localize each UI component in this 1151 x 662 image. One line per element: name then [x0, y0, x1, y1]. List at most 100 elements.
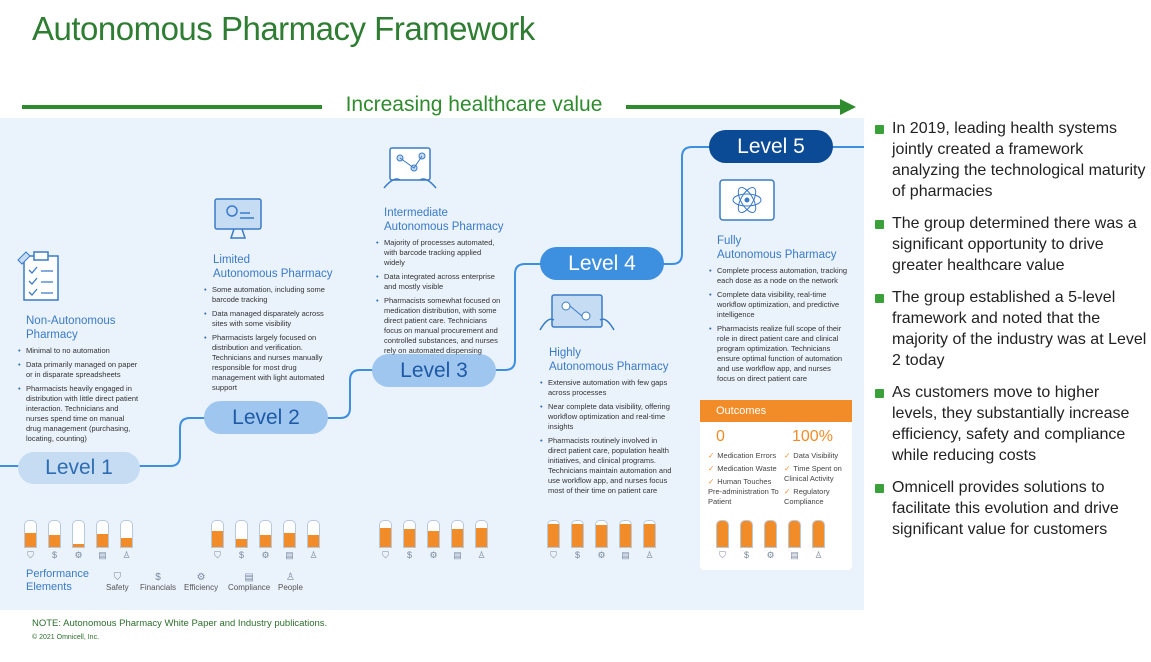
meter-fill	[548, 523, 559, 547]
shield-icon: ⛉	[550, 550, 557, 560]
summary-text: Omnicell provides solutions to facilitat…	[892, 479, 1119, 538]
person-icon: ♙	[309, 550, 318, 560]
legend-label: Safety	[106, 583, 129, 592]
clipboard-icon: ▤	[621, 550, 630, 560]
meter-tube	[475, 520, 488, 548]
shield-icon: ⛉	[113, 572, 122, 583]
outcome-label: Medication Errors	[717, 451, 777, 460]
meter-compliance: ▤	[96, 520, 109, 560]
gear-icon: ⚙	[261, 550, 270, 560]
summary-text: In 2019, leading health systems jointly …	[892, 120, 1146, 200]
outcome-item: ✓Medication Errors	[708, 451, 784, 461]
list-item: Data integrated across enterprise and mo…	[376, 272, 504, 292]
meter-people: ♙	[307, 520, 320, 560]
list-item: Pharmacists realize full scope of their …	[709, 324, 849, 384]
level-3-meters: ⛉$⚙▤♙	[379, 520, 488, 560]
meter-people: ♙	[120, 520, 133, 560]
check-icon: ✓	[784, 451, 791, 460]
list-item: The group established a 5-level framewor…	[875, 287, 1147, 371]
clipboard-icon: ▤	[244, 572, 254, 583]
list-item: Extensive automation with few gaps acros…	[540, 378, 674, 398]
level-4-heading-line-2: Autonomous Pharmacy	[549, 361, 669, 373]
level-2-heading-line-1: Limited	[213, 254, 251, 266]
legend-compliance: ▤Compliance	[228, 572, 270, 592]
level-1-meters: ⛉$⚙▤♙	[24, 520, 133, 560]
meter-tube	[379, 520, 392, 548]
level-4-badge: Level 4	[540, 247, 664, 280]
meter-safety: ⛉	[211, 520, 224, 560]
level-1-heading-line-1: Non-Autonomous	[26, 315, 116, 327]
level-5-meters: ⛉$⚙▤♙	[716, 520, 825, 560]
copyright: © 2021 Omnicell, Inc.	[32, 634, 100, 641]
list-item: Majority of processes automated, with ba…	[376, 238, 504, 268]
meter-tube	[120, 520, 133, 548]
person-icon: ♙	[477, 550, 486, 560]
meter-fill	[813, 521, 824, 547]
meter-fill	[620, 523, 631, 547]
shield-icon: ⛉	[719, 550, 726, 560]
meter-compliance: ▤	[283, 520, 296, 560]
level-4-heading: Highly Autonomous Pharmacy	[549, 346, 669, 374]
summary-text: The group established a 5-level framewor…	[892, 289, 1147, 369]
meter-tube	[716, 520, 729, 548]
monitor-gear-icon	[214, 198, 262, 239]
outcome-label: Data Visibility	[793, 451, 839, 460]
outcome-label: Medication Waste	[717, 464, 777, 473]
clipboard-icon: ▤	[98, 550, 107, 560]
meter-tube	[619, 520, 632, 548]
money-bag-icon: $	[51, 550, 57, 560]
meter-fill	[789, 521, 800, 547]
meter-fill	[97, 534, 108, 547]
level-3-badge: Level 3	[372, 354, 496, 387]
clipboard-checklist-icon	[17, 251, 59, 301]
meter-tube	[48, 520, 61, 548]
list-item: Pharmacists somewhat focused on medicati…	[376, 296, 504, 356]
level-3-heading-line-1: Intermediate	[384, 207, 448, 219]
meter-fill	[644, 523, 655, 547]
outcome-item: ✓Data Visibility	[784, 451, 850, 461]
meter-tube	[307, 520, 320, 548]
meter-people: ♙	[643, 520, 656, 560]
list-item: As customers move to higher levels, they…	[875, 382, 1147, 466]
meter-fill	[428, 531, 439, 547]
list-item: Pharmacists heavily engaged in distribut…	[18, 384, 140, 444]
value-arrow-line-left	[22, 105, 322, 109]
meter-tube	[643, 520, 656, 548]
meter-efficiency: ⚙	[259, 520, 272, 560]
list-item: In 2019, leading health systems jointly …	[875, 118, 1147, 202]
gear-icon: ⚙	[196, 572, 206, 583]
outcomes-max-value: 100%	[792, 428, 833, 445]
meter-fill	[380, 527, 391, 547]
gear-icon: ⚙	[429, 550, 438, 560]
meter-efficiency: ⚙	[427, 520, 440, 560]
meter-fill	[308, 535, 319, 547]
tablet-workflow-icon	[383, 147, 437, 189]
meter-financials: $	[740, 520, 753, 560]
clipboard-icon: ▤	[790, 550, 799, 560]
meter-fill	[765, 521, 776, 547]
arrow-right-icon	[840, 99, 856, 115]
legend-label: Efficiency	[184, 583, 219, 592]
meter-tube	[740, 520, 753, 548]
list-item: Near complete data visibility, offering …	[540, 402, 674, 432]
meter-safety: ⛉	[716, 520, 729, 560]
meter-fill	[404, 528, 415, 547]
meter-tube	[96, 520, 109, 548]
level-2-heading: Limited Autonomous Pharmacy	[213, 253, 333, 281]
shield-icon: ⛉	[382, 550, 389, 560]
outcome-item: ✓Human Touches Pre-administration To Pat…	[708, 477, 786, 507]
outcome-item: ✓Medication Waste	[708, 464, 784, 474]
meter-fill	[596, 524, 607, 547]
money-bag-icon: $	[238, 550, 244, 560]
legend-label: Financials	[140, 583, 177, 592]
outcome-label: Regulatory Compliance	[784, 487, 830, 506]
performance-elements-label: Performance Elements	[26, 568, 89, 594]
level-5-heading: Fully Autonomous Pharmacy	[717, 234, 837, 262]
outcome-item: ✓Regulatory Compliance	[784, 487, 850, 507]
level-1-heading: Non-Autonomous Pharmacy	[26, 314, 116, 342]
money-bag-icon: $	[406, 550, 412, 560]
level-1-badge: Level 1	[18, 452, 140, 484]
meter-fill	[260, 535, 271, 547]
level-3-heading-line-2: Autonomous Pharmacy	[384, 221, 504, 233]
meter-fill	[717, 521, 728, 547]
